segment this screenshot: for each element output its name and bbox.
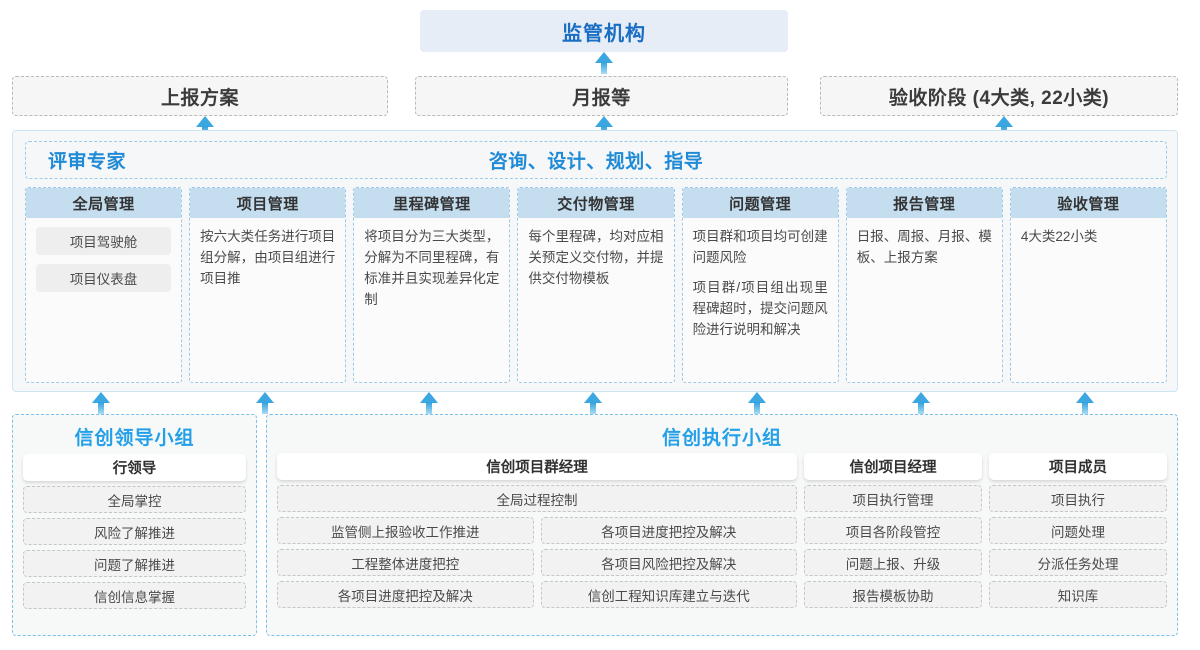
task-item[interactable]: 各项目风险把控及解决 <box>540 549 797 576</box>
card-body: 每个里程碑，均对应相关预定义交付物，并提供交付物模板 <box>518 218 673 382</box>
execution-group-title: 信创执行小组 <box>661 428 782 449</box>
expert-band-left-label: 评审专家 <box>48 151 127 173</box>
program-manager-tasks-left: 监管侧上报验收工作推进 工程整体进度把控 各项目进度把控及解决 <box>277 517 534 608</box>
leadership-group-title: 信创领导小组 <box>74 428 195 449</box>
report-box-acceptance: 验收阶段 (4大类, 22小类) <box>820 76 1178 116</box>
task-item[interactable]: 报告模板协助 <box>804 581 982 608</box>
task-item[interactable]: 全局过程控制 <box>277 485 797 512</box>
card-body: 项目驾驶舱 项目仪表盘 <box>26 218 181 382</box>
card-title: 项目管理 <box>190 188 346 218</box>
arrow-up-card-2 <box>256 392 274 414</box>
leadership-group-body: 行领导 全局掌控 风险了解推进 问题了解推进 信创信息掌握 <box>13 454 256 609</box>
card-title: 全局管理 <box>26 188 182 218</box>
task-item[interactable]: 项目各阶段管控 <box>804 517 982 544</box>
role-header-bank-leader[interactable]: 行领导 <box>23 454 246 481</box>
card-body: 日报、周报、月报、模板、上报方案 <box>847 218 1002 382</box>
card-title: 问题管理 <box>682 188 838 218</box>
card-report-management[interactable]: 报告管理 日报、周报、月报、模板、上报方案 <box>845 187 1003 383</box>
arrow-up-card-5 <box>748 392 766 414</box>
task-item[interactable]: 分派任务处理 <box>989 549 1167 576</box>
task-item[interactable]: 监管侧上报验收工作推进 <box>277 517 534 544</box>
card-title: 交付物管理 <box>518 188 674 218</box>
task-item[interactable]: 各项目进度把控及解决 <box>277 581 534 608</box>
card-paragraph: 将项目分为三大类型，分解为不同里程碑，有标准并且实现差异化定制 <box>364 229 500 307</box>
role-header-project-member[interactable]: 项目成员 <box>989 453 1167 480</box>
arrow-up-card-4 <box>584 392 602 414</box>
program-manager-tasks-right: 各项目进度把控及解决 各项目风险把控及解决 信创工程知识库建立与迭代 <box>540 517 797 608</box>
card-paragraph: 4大类22小类 <box>1020 229 1098 244</box>
column-project-member: 项目成员 项目执行 问题处理 分派任务处理 知识库 <box>989 453 1167 627</box>
card-chip[interactable]: 项目驾驶舱 <box>36 227 172 255</box>
column-project-manager: 信创项目经理 项目执行管理 项目各阶段管控 问题上报、升级 报告模板协助 <box>804 453 982 627</box>
card-paragraph: 项目群/项目组出现里程碑超时，提交问题风险进行说明和解决 <box>692 279 828 337</box>
arrow-up-card-1 <box>92 392 110 414</box>
task-item[interactable]: 全局掌控 <box>23 486 246 513</box>
task-item[interactable]: 信创信息掌握 <box>23 582 246 609</box>
task-item[interactable]: 信创工程知识库建立与迭代 <box>540 581 797 608</box>
card-paragraph: 每个里程碑，均对应相关预定义交付物，并提供交付物模板 <box>528 229 664 286</box>
execution-group-body: 信创项目群经理 全局过程控制 监管侧上报验收工作推进 工程整体进度把控 各项目进… <box>277 453 1167 627</box>
regulator-box: 监管机构 <box>420 10 788 52</box>
consulting-panel: 评审专家 咨询、设计、规划、指导 全局管理 项目驾驶舱 项目仪表盘 项目管理 按… <box>12 130 1178 392</box>
task-item[interactable]: 问题上报、升级 <box>804 549 982 576</box>
card-body: 按六大类任务进行项目组分解，由项目组进行项目推 <box>190 218 345 382</box>
card-global-management[interactable]: 全局管理 项目驾驶舱 项目仪表盘 <box>25 187 183 383</box>
role-header-project-manager[interactable]: 信创项目经理 <box>804 453 982 480</box>
card-milestone-management[interactable]: 里程碑管理 将项目分为三大类型，分解为不同里程碑，有标准并且实现差异化定制 <box>353 187 511 383</box>
program-manager-task-split: 监管侧上报验收工作推进 工程整体进度把控 各项目进度把控及解决 各项目进度把控及… <box>277 517 797 608</box>
task-item[interactable]: 问题了解推进 <box>23 550 246 577</box>
task-item[interactable]: 风险了解推进 <box>23 518 246 545</box>
task-item[interactable]: 项目执行管理 <box>804 485 982 512</box>
task-item[interactable]: 项目执行 <box>989 485 1167 512</box>
function-card-row: 全局管理 项目驾驶舱 项目仪表盘 项目管理 按六大类任务进行项目组分解，由项目组… <box>25 187 1167 383</box>
card-title: 报告管理 <box>846 188 1002 218</box>
arrow-up-card-7 <box>1076 392 1094 414</box>
leadership-group-panel: 信创领导小组 行领导 全局掌控 风险了解推进 问题了解推进 信创信息掌握 <box>12 414 257 636</box>
column-program-manager: 信创项目群经理 全局过程控制 监管侧上报验收工作推进 工程整体进度把控 各项目进… <box>277 453 797 627</box>
card-paragraph: 项目群和项目均可创建问题风险 <box>692 229 828 265</box>
task-item[interactable]: 知识库 <box>989 581 1167 608</box>
arrow-up-card-3 <box>420 392 438 414</box>
card-paragraph: 按六大类任务进行项目组分解，由项目组进行项目推 <box>200 229 336 286</box>
card-deliverable-management[interactable]: 交付物管理 每个里程碑，均对应相关预定义交付物，并提供交付物模板 <box>517 187 675 383</box>
card-acceptance-management[interactable]: 验收管理 4大类22小类 <box>1009 187 1167 383</box>
card-title: 里程碑管理 <box>354 188 510 218</box>
card-body: 4大类22小类 <box>1011 218 1166 382</box>
card-chip[interactable]: 项目仪表盘 <box>36 264 172 292</box>
card-body: 将项目分为三大类型，分解为不同里程碑，有标准并且实现差异化定制 <box>354 218 509 382</box>
arrow-up-to-regulator <box>595 52 613 74</box>
task-item[interactable]: 工程整体进度把控 <box>277 549 534 576</box>
execution-group-panel: 信创执行小组 信创项目群经理 全局过程控制 监管侧上报验收工作推进 工程整体进度… <box>266 414 1178 636</box>
arrow-up-card-6 <box>912 392 930 414</box>
card-issue-management[interactable]: 问题管理 项目群和项目均可创建问题风险 项目群/项目组出现里程碑超时，提交问题风… <box>681 187 839 383</box>
card-body: 项目群和项目均可创建问题风险 项目群/项目组出现里程碑超时，提交问题风险进行说明… <box>683 218 838 382</box>
role-header-program-manager[interactable]: 信创项目群经理 <box>277 453 797 480</box>
card-title: 验收管理 <box>1010 188 1166 218</box>
report-box-monthly: 月报等 <box>415 76 788 116</box>
task-item[interactable]: 各项目进度把控及解决 <box>540 517 797 544</box>
task-item[interactable]: 问题处理 <box>989 517 1167 544</box>
expert-band: 评审专家 咨询、设计、规划、指导 <box>25 141 1167 179</box>
card-paragraph: 日报、周报、月报、模板、上报方案 <box>856 229 992 265</box>
card-project-management[interactable]: 项目管理 按六大类任务进行项目组分解，由项目组进行项目推 <box>189 187 347 383</box>
expert-band-mid-label: 咨询、设计、规划、指导 <box>488 151 704 173</box>
report-box-plan: 上报方案 <box>12 76 388 116</box>
